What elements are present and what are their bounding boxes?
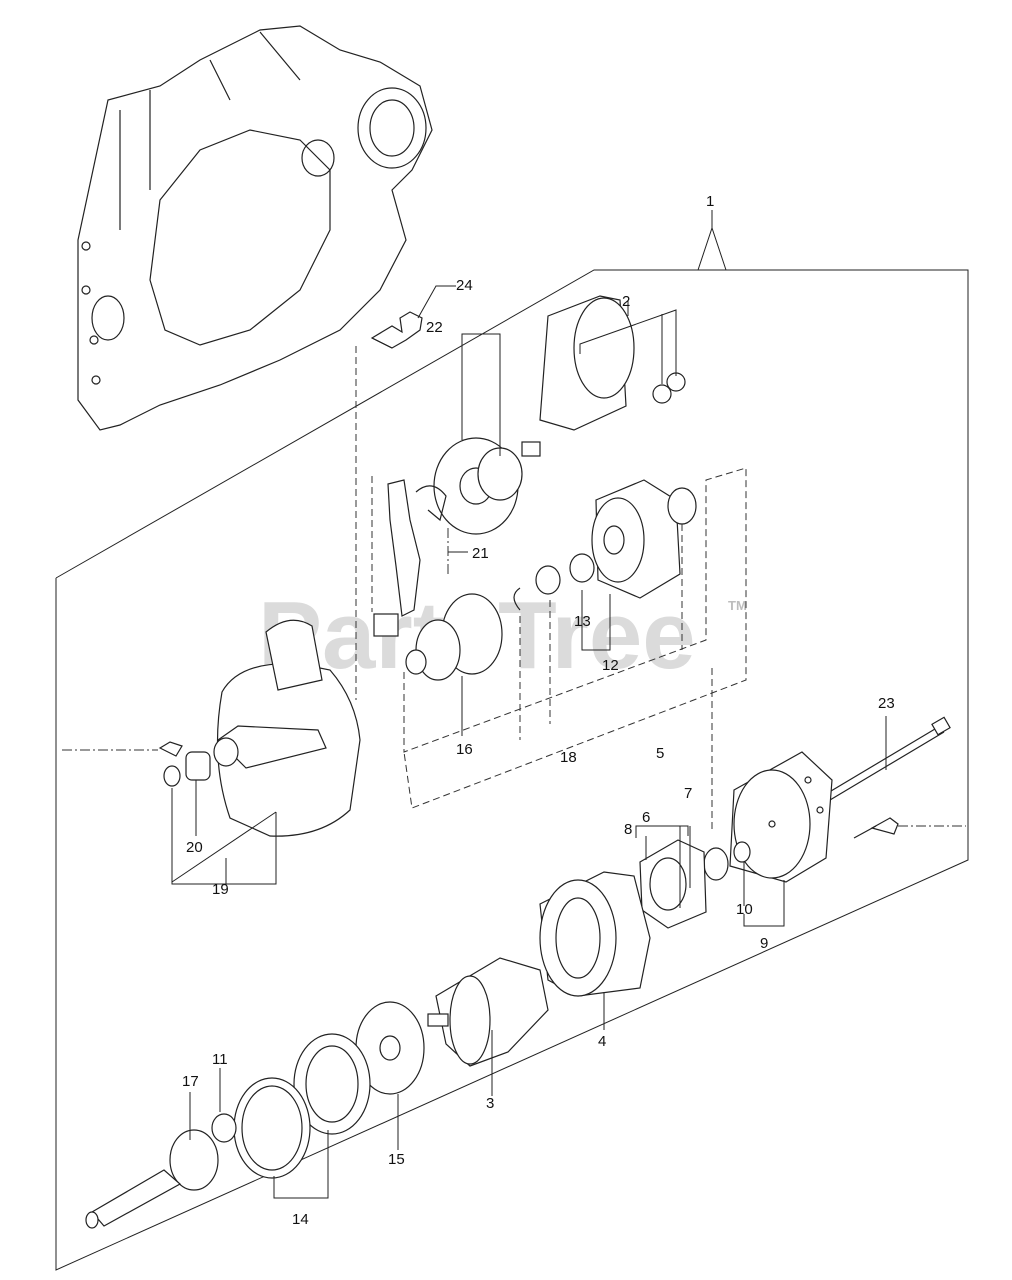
- part-16-pinion-clutch: [373, 593, 503, 736]
- callout-13: 13: [574, 613, 591, 630]
- part-19-drive-housing: [171, 619, 361, 883]
- part-17-shaft: [85, 1092, 219, 1229]
- callout-19: 19: [212, 881, 229, 898]
- callout-12: 12: [602, 657, 619, 674]
- callout-16: 16: [456, 741, 473, 758]
- callout-11: 11: [212, 1051, 228, 1068]
- part-23-through-bolt: [825, 716, 966, 839]
- part-20-bushing: [62, 741, 277, 885]
- assembly-boundary: [55, 210, 969, 1271]
- callout-9: 9: [760, 935, 768, 952]
- part-2-solenoid: [521, 295, 686, 457]
- callout-20: 20: [186, 839, 203, 856]
- callout-5: 5: [656, 745, 664, 762]
- callout-15: 15: [388, 1151, 405, 1168]
- callout-17: 17: [182, 1073, 199, 1090]
- callout-3: 3: [486, 1095, 494, 1112]
- callout-2: 2: [622, 293, 630, 310]
- flywheel-housing: [77, 25, 433, 431]
- part-4-yoke: [539, 871, 651, 1030]
- part-3-armature: [427, 957, 549, 1096]
- callout-14: 14: [292, 1211, 309, 1228]
- group-18-bracket: [371, 467, 747, 830]
- part-5-brush-holder: [635, 825, 707, 929]
- part-11-planet-gear: [211, 1068, 237, 1143]
- part-14-internal-gear: [233, 1033, 371, 1199]
- callout-21: 21: [472, 545, 489, 562]
- watermark-trademark: TM: [728, 598, 747, 613]
- callout-18: 18: [560, 749, 577, 766]
- callout-8: 8: [624, 821, 632, 838]
- part-24-bolt: [355, 285, 456, 700]
- callout-10: 10: [736, 901, 753, 918]
- part-21-lever: [387, 479, 468, 617]
- callout-7: 7: [684, 785, 692, 802]
- callout-22: 22: [426, 319, 443, 336]
- part-22-plate: [433, 333, 523, 535]
- callout-1: 1: [706, 193, 714, 210]
- callout-6: 6: [642, 809, 650, 826]
- callout-4: 4: [598, 1033, 606, 1050]
- part-9-rear-cover: [703, 751, 833, 927]
- callout-labels: 1 2 3 4 5 6 7 8 9 10 11 12 13 14 15 16 1…: [182, 193, 895, 1228]
- callout-23: 23: [878, 695, 895, 712]
- part-12-gear-housing: [513, 479, 697, 651]
- callout-24: 24: [456, 277, 473, 294]
